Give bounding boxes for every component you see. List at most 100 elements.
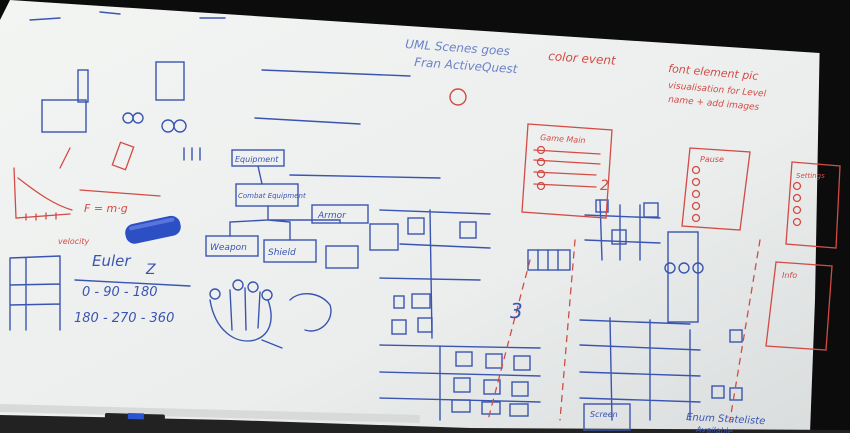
screen-grid-14 (481, 401, 501, 415)
red-axes (13, 167, 73, 219)
text-color-event: color event (548, 49, 618, 68)
settings-radio-1 (792, 181, 802, 191)
settings-radio-3 (792, 205, 802, 215)
screen-grid-10 (453, 377, 471, 393)
right-grid-lines (579, 199, 701, 421)
screen-grid-8 (485, 353, 503, 369)
sketch-finger-2 (232, 279, 244, 291)
text-bottom-screen: Screen (590, 410, 618, 419)
right-grid-box-4 (667, 231, 699, 323)
right-grid-dot-1 (664, 262, 676, 274)
screen-grid-9 (513, 355, 531, 371)
marker-cap (127, 413, 144, 420)
strip-cells (527, 249, 571, 271)
menu-radio-1 (536, 145, 546, 155)
euler-underline (74, 279, 191, 287)
eraser (125, 215, 181, 244)
red-dashed-3 (729, 239, 761, 421)
sketch-wheel-2 (132, 112, 144, 124)
sketch-top-left (29, 11, 226, 21)
right-grid-box-6 (711, 385, 725, 399)
right-grid-box-7 (729, 387, 743, 401)
red-force-box (111, 141, 135, 171)
right-grid-dot-3 (692, 262, 704, 274)
text-game-pause: Pause (700, 155, 724, 164)
screen-grid-11 (483, 379, 501, 395)
text-euler-z: Z (145, 262, 156, 278)
screen-grid-1 (407, 217, 425, 235)
menu-radio-4 (536, 181, 546, 191)
panel-pause (681, 147, 751, 231)
text-bottom-note-2: Available (695, 425, 733, 433)
screen-grid-12 (511, 381, 529, 397)
right-grid-dot-2 (678, 262, 690, 274)
text-game-main-menu: Game Main (540, 133, 586, 145)
panel-game-main-menu (521, 123, 613, 219)
sketch-health-bar (77, 69, 89, 103)
red-dashed-2 (559, 239, 576, 421)
red-ticks (25, 212, 57, 221)
screen-grid-3 (393, 295, 405, 309)
sketch-gear-2 (173, 119, 187, 133)
euler-table (9, 255, 61, 331)
sketch-circle-target (449, 88, 467, 106)
screen-grid-7 (455, 351, 473, 367)
red-arrows (59, 147, 161, 197)
text-euler-label: Euler (92, 252, 131, 270)
sketch-cart (41, 99, 87, 133)
text-euler-row1: 0 - 90 - 180 (82, 285, 158, 300)
text-number-three: 3 (510, 299, 523, 323)
sketch-finger-3 (247, 281, 259, 293)
tree-connectors (229, 117, 441, 241)
screen-grid-15 (509, 403, 529, 417)
settings-radio-4 (792, 217, 802, 227)
pause-radio-2 (691, 177, 701, 187)
right-grid-box-5 (729, 329, 743, 343)
screen-grid-2 (459, 221, 477, 239)
settings-radio-2 (792, 193, 802, 203)
sketch-cluster (289, 293, 332, 332)
menu-radio-3 (536, 169, 546, 179)
right-grid-box-3 (611, 229, 627, 245)
tree-node-extra-2 (369, 223, 399, 251)
text-tree-child: Combat Equipment (238, 192, 306, 200)
text-game-info: Info (782, 271, 797, 280)
pause-radio-1 (691, 165, 701, 175)
screen-grid-4 (411, 293, 431, 309)
text-red-gravity: F = m·g (84, 202, 128, 215)
screen-box-bottom (583, 403, 631, 431)
text-red-velocity: velocity (58, 237, 90, 246)
sketch-tally (183, 147, 201, 161)
red-dashed-1 (487, 259, 531, 421)
screen-grid-lines (379, 209, 541, 421)
text-euler-row2: 180 - 270 - 360 (74, 311, 174, 326)
pause-radio-4 (691, 201, 701, 211)
board-frame-right (810, 30, 850, 433)
sketch-card (155, 61, 185, 101)
text-game-settings: Settings (796, 172, 825, 180)
tree-node-child (235, 183, 299, 207)
tree-node-weapon (205, 235, 259, 257)
pause-radio-5 (691, 213, 701, 223)
text-tree-shield: Shield (268, 248, 296, 258)
text-tree-root: Equipment (235, 155, 279, 164)
panel-game-main-menu-lines (533, 149, 601, 188)
menu-radio-2 (536, 157, 546, 167)
panel-settings (785, 161, 841, 249)
right-grid-box-1 (595, 199, 609, 213)
pause-radio-3 (691, 189, 701, 199)
panel-info (765, 261, 833, 351)
marker-tray (0, 404, 420, 423)
sketch-ruler (261, 69, 411, 77)
sketch-hand (209, 287, 283, 349)
text-tree-armor: Armor (317, 211, 347, 221)
strip-dividers (537, 249, 559, 271)
sketch-finger-1 (209, 288, 221, 300)
right-grid-box-2 (643, 202, 659, 218)
text-bottom-note: Enum Stateliste (686, 412, 766, 427)
text-number-two: 2 (600, 178, 609, 194)
text-tree-weapon: Weapon (210, 243, 247, 253)
